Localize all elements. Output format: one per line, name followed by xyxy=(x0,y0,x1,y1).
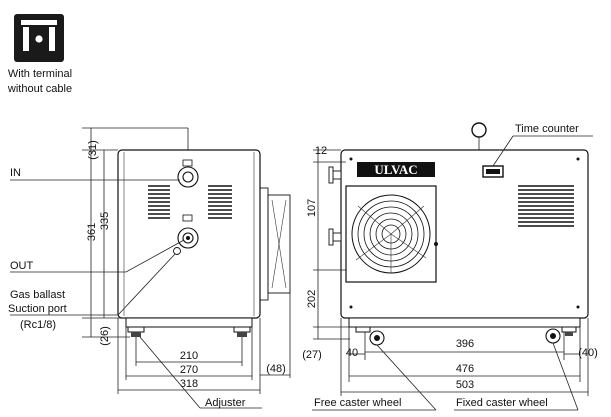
lifting-eye-icon xyxy=(471,122,487,138)
fixed-caster-label: Fixed caster wheel xyxy=(456,397,548,409)
dim-front-upper: 107 xyxy=(306,199,318,217)
out-port-icon xyxy=(177,214,199,249)
out-port-label: OUT xyxy=(10,260,34,272)
front-vent xyxy=(518,185,574,227)
terminal-badge-icon xyxy=(14,14,64,62)
in-port-icon xyxy=(177,159,199,188)
dim-side-width-inner: 210 xyxy=(180,350,198,362)
ulvac-logo-text: ULVAC xyxy=(374,162,417,177)
dim-front-inner: 396 xyxy=(456,338,474,350)
dim-side-foot-height: (26) xyxy=(99,326,111,346)
dim-side-body-height: 335 xyxy=(99,212,111,230)
side-vent-right xyxy=(208,185,232,219)
ulvac-logo xyxy=(357,162,435,177)
in-port-label: IN xyxy=(10,167,21,179)
dim-front-right-offset: (40) xyxy=(578,347,598,359)
dim-front-top-offset: 12 xyxy=(315,145,327,157)
dim-side-fan-depth: (48) xyxy=(266,363,286,375)
gas-ballast-label-line1: Gas ballast xyxy=(10,289,65,301)
badge-text-line2: without cable xyxy=(7,83,72,95)
adjuster-feet-icon xyxy=(127,326,251,337)
side-vent-left xyxy=(148,185,170,219)
dim-side-top-offset: (31) xyxy=(87,140,99,160)
free-caster-label: Free caster wheel xyxy=(314,397,401,409)
dim-front-foot: (27) xyxy=(302,349,322,361)
gas-ballast-label-line3: (Rc1/8) xyxy=(20,319,56,331)
dim-front-left-offset: 40 xyxy=(346,347,358,359)
badge-text-line1: With terminal xyxy=(8,68,72,80)
adjuster-label: Adjuster xyxy=(205,397,246,409)
fixed-caster-wheel-icon xyxy=(545,326,577,344)
free-caster-wheel-icon xyxy=(355,326,385,346)
gas-ballast-icon xyxy=(173,247,181,255)
cooling-fan-icon xyxy=(345,185,438,283)
dim-side-total-height: 361 xyxy=(86,223,98,241)
side-view xyxy=(117,128,291,337)
dim-front-total: 503 xyxy=(456,379,474,391)
dim-front-mid: 476 xyxy=(456,363,474,375)
dim-front-lower: 202 xyxy=(306,290,318,308)
time-counter-label: Time counter xyxy=(515,123,579,135)
dim-side-width-total: 318 xyxy=(180,378,198,390)
front-view: ULVAC xyxy=(328,122,589,346)
gas-ballast-label-line2: Suction port xyxy=(8,303,67,315)
dim-side-width-mid: 270 xyxy=(180,364,198,376)
